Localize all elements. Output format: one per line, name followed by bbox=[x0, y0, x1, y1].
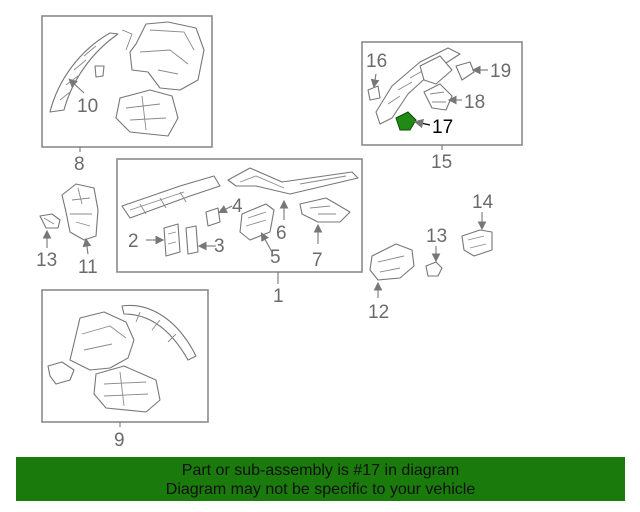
part-13-bolt-right[interactable] bbox=[425, 261, 443, 277]
callout-18: 18 bbox=[464, 92, 485, 113]
banner-line-1: Part or sub-assembly is #17 in diagram bbox=[181, 462, 460, 479]
part-17-shape[interactable] bbox=[395, 111, 417, 131]
callout-11: 11 bbox=[78, 257, 98, 278]
callout-14: 14 bbox=[472, 192, 494, 213]
part-15-rail[interactable] bbox=[375, 47, 461, 125]
part-4-bracket[interactable] bbox=[205, 207, 221, 227]
banner-line-2: Diagram may not be specific to your vehi… bbox=[165, 481, 476, 498]
group-1: 4 2 3 6 5 7 1 bbox=[116, 158, 363, 307]
callout-15: 15 bbox=[431, 152, 452, 173]
callout-5: 5 bbox=[270, 247, 281, 268]
callout-19: 19 bbox=[490, 61, 511, 82]
group-8-frame bbox=[41, 15, 213, 148]
leader-17 bbox=[413, 118, 431, 129]
callout-1: 1 bbox=[273, 286, 284, 307]
callout-13-right: 13 bbox=[426, 226, 447, 247]
callout-8: 8 bbox=[74, 154, 85, 175]
callout-10: 10 bbox=[77, 96, 98, 117]
part-6-rail[interactable] bbox=[227, 167, 359, 195]
group-11: 11 13 bbox=[36, 183, 99, 278]
callout-16: 16 bbox=[366, 51, 387, 72]
part-14-bracket[interactable] bbox=[461, 229, 493, 257]
info-banner: Part or sub-assembly is #17 in diagram D… bbox=[16, 457, 625, 501]
callout-3: 3 bbox=[214, 236, 225, 257]
part-18-bracket[interactable] bbox=[423, 83, 453, 111]
callout-2: 2 bbox=[128, 231, 139, 252]
callout-12: 12 bbox=[368, 302, 389, 323]
part-11-bracket[interactable] bbox=[61, 183, 99, 241]
parts-diagram: 10 8 11 13 4 2 bbox=[36, 15, 523, 451]
group-9: 9 bbox=[41, 289, 209, 451]
part-2-bracket[interactable] bbox=[163, 223, 181, 257]
part-1-rail[interactable] bbox=[121, 175, 221, 219]
part-7-bracket[interactable] bbox=[299, 197, 351, 223]
callout-13-left: 13 bbox=[36, 250, 57, 271]
group-8: 10 8 bbox=[41, 15, 213, 175]
group-1-frame bbox=[116, 158, 363, 273]
part-3-bracket[interactable] bbox=[185, 225, 199, 255]
part-16-bracket[interactable] bbox=[367, 85, 381, 101]
callout-6: 6 bbox=[276, 223, 287, 244]
part-5-panel[interactable] bbox=[239, 203, 275, 241]
wheelhouse-upper[interactable] bbox=[115, 21, 205, 137]
group-12-14: 12 13 14 bbox=[368, 192, 494, 323]
part-10-bracket bbox=[94, 65, 105, 78]
part-12-bracket[interactable] bbox=[369, 243, 415, 281]
callout-7: 7 bbox=[312, 250, 323, 271]
callout-17: 17 bbox=[432, 117, 453, 138]
part-17-highlighted[interactable] bbox=[395, 111, 417, 131]
group-15: 16 19 18 17 15 bbox=[361, 41, 523, 173]
part-13-bolt-left[interactable] bbox=[39, 213, 61, 229]
part-9-wheelhouse[interactable] bbox=[47, 304, 197, 413]
part-19-strip[interactable] bbox=[455, 61, 475, 81]
callout-9: 9 bbox=[114, 430, 125, 451]
group-9-frame bbox=[41, 289, 209, 423]
callout-4: 4 bbox=[232, 196, 243, 217]
